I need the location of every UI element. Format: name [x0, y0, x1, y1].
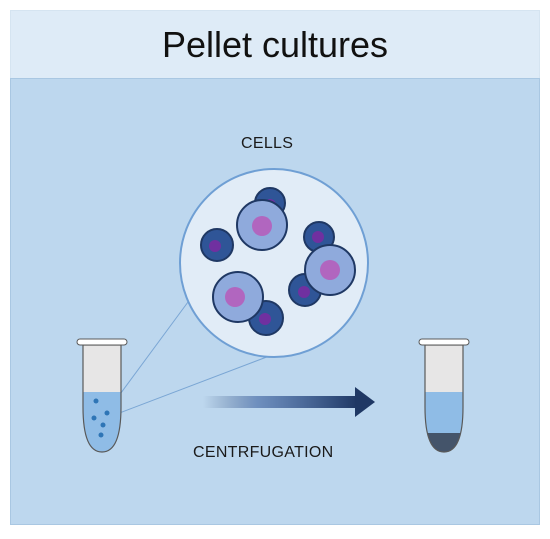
cells-label: CELLS	[241, 135, 294, 152]
diagram-title: Pellet cultures	[161, 23, 389, 65]
title-bar: Pellet cultures	[10, 10, 540, 78]
cell-icon	[212, 271, 264, 323]
centrifugation-arrow-icon	[203, 387, 375, 417]
cell-icon	[200, 228, 234, 262]
cell-icon	[304, 244, 356, 296]
centrifugation-label: CENTRFUGATION	[193, 444, 334, 461]
tube-with-cells-icon	[76, 338, 128, 453]
cell-icon	[236, 199, 288, 251]
tube-with-pellet-icon	[418, 338, 470, 453]
